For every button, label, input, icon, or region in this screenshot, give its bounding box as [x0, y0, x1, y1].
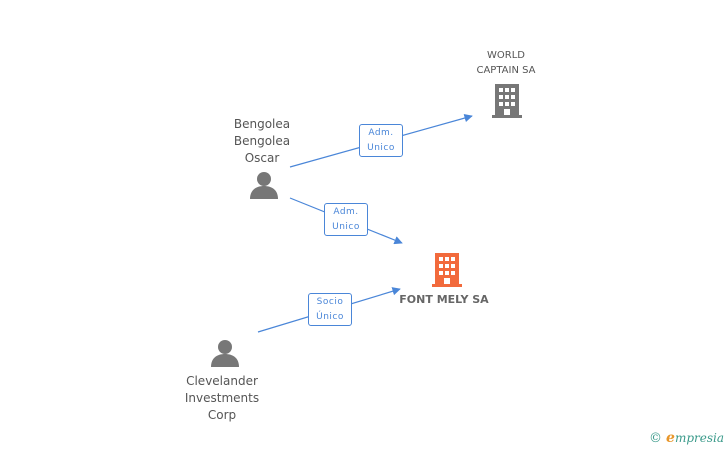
building-icon[interactable]: [492, 84, 522, 118]
edge-label-line: Unico: [332, 222, 360, 232]
edge-label-line: Adm.: [333, 207, 359, 217]
node-label-font-mely[interactable]: FONT MELY SA: [399, 293, 489, 306]
edge-label-line: Adm.: [368, 128, 394, 138]
edge-label-line: Unico: [367, 143, 395, 153]
edge-label-role: Adm. Unico: [324, 203, 368, 236]
brand-initial: e: [666, 430, 675, 446]
person-icon[interactable]: [211, 340, 239, 367]
copyright-symbol: ©: [649, 430, 663, 446]
edge-label-line: Único: [316, 312, 344, 322]
edge-label-line: Socio: [316, 297, 344, 307]
empresia-watermark: © e mpresia: [649, 430, 724, 446]
building-focus-icon[interactable]: [432, 253, 462, 287]
brand-name: mpresia: [674, 431, 724, 445]
node-label-world-captain[interactable]: WORLD CAPTAIN SA: [476, 50, 536, 76]
node-label-clevelander[interactable]: Clevelander Investments Corp: [184, 374, 260, 422]
node-label-bengolea[interactable]: Bengolea Bengolea Oscar: [233, 117, 291, 165]
person-icon[interactable]: [250, 172, 278, 199]
edge-label-role: Adm. Unico: [359, 124, 403, 157]
edge-label-role: Socio Único: [308, 293, 352, 326]
